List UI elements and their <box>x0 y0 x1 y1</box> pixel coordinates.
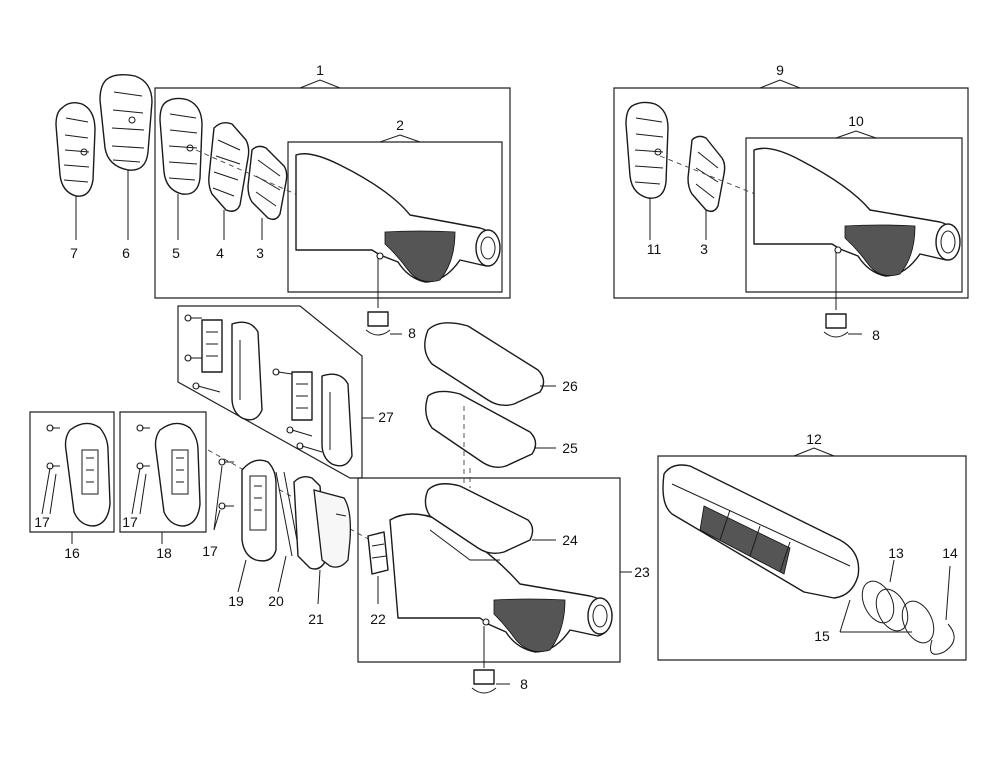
callout-17-box18: 17 <box>122 514 138 530</box>
callout-27: 27 <box>378 409 394 425</box>
assembly-12-group <box>657 447 967 661</box>
loose-parts-group <box>207 449 389 605</box>
callout-5: 5 <box>172 245 180 261</box>
kit-27-group <box>177 305 374 479</box>
callout-1: 1 <box>316 62 324 78</box>
box-16-group <box>29 411 115 544</box>
callout-3-right: 3 <box>700 241 708 257</box>
callout-17-box16: 17 <box>34 514 50 530</box>
rings-15 <box>839 588 935 644</box>
sling-swivel-8-right <box>823 252 862 338</box>
callout-17-loose: 17 <box>202 543 218 559</box>
assembly-23-group <box>357 477 632 663</box>
kit-27-grips <box>184 314 353 467</box>
callout-25: 25 <box>562 440 578 456</box>
callout-10: 10 <box>848 113 864 129</box>
callout-9: 9 <box>776 62 784 78</box>
callout-13: 13 <box>888 545 904 561</box>
callout-22: 22 <box>370 611 386 627</box>
assembly-1-group <box>55 73 511 336</box>
callout-8-bottom: 8 <box>520 676 528 692</box>
callout-7: 7 <box>70 245 78 261</box>
clip-22 <box>367 531 389 604</box>
sling-swivel-8-bottom <box>471 626 510 694</box>
stock-10 <box>753 147 961 277</box>
callout-16: 16 <box>64 545 80 561</box>
assembly-9-group <box>613 79 969 338</box>
spacer-4 <box>208 121 250 212</box>
spring-14 <box>930 565 955 655</box>
forend-12 <box>662 464 860 599</box>
stock-2 <box>295 153 501 283</box>
plate-3 <box>247 145 288 221</box>
callout-2: 2 <box>396 117 404 133</box>
recoil-pad-7 <box>55 101 96 197</box>
box-18-group <box>119 411 207 544</box>
stock-23 <box>389 513 613 653</box>
callout-23: 23 <box>634 564 650 580</box>
cover-21 <box>293 475 352 605</box>
callout-labels: 1 2 7 6 5 4 3 8 9 10 11 3 8 26 27 25 24 … <box>34 62 958 692</box>
grip-panel-19 <box>237 459 277 593</box>
recoil-pad-6 <box>99 73 153 171</box>
callout-18: 18 <box>156 545 172 561</box>
callout-6: 6 <box>122 245 130 261</box>
callout-26: 26 <box>562 378 578 394</box>
callout-19: 19 <box>228 593 244 609</box>
callout-15: 15 <box>814 628 830 644</box>
plate-3-right <box>687 135 726 213</box>
recoil-pad-11 <box>625 101 669 199</box>
comb-26 <box>424 322 556 407</box>
recoil-pad-5 <box>159 97 203 195</box>
callout-3-left: 3 <box>256 245 264 261</box>
callout-12: 12 <box>806 431 822 447</box>
callout-8-right: 8 <box>872 327 880 343</box>
sling-swivel-8-top <box>365 258 402 336</box>
ring-13 <box>861 559 895 624</box>
callout-21: 21 <box>308 611 324 627</box>
callout-11: 11 <box>647 241 662 257</box>
callout-4: 4 <box>216 245 224 261</box>
callout-24: 24 <box>562 532 578 548</box>
callout-8-top: 8 <box>408 325 416 341</box>
callout-20: 20 <box>268 593 284 609</box>
comb-24 <box>424 483 556 555</box>
comb-25 <box>425 390 556 469</box>
callout-14: 14 <box>942 545 958 561</box>
